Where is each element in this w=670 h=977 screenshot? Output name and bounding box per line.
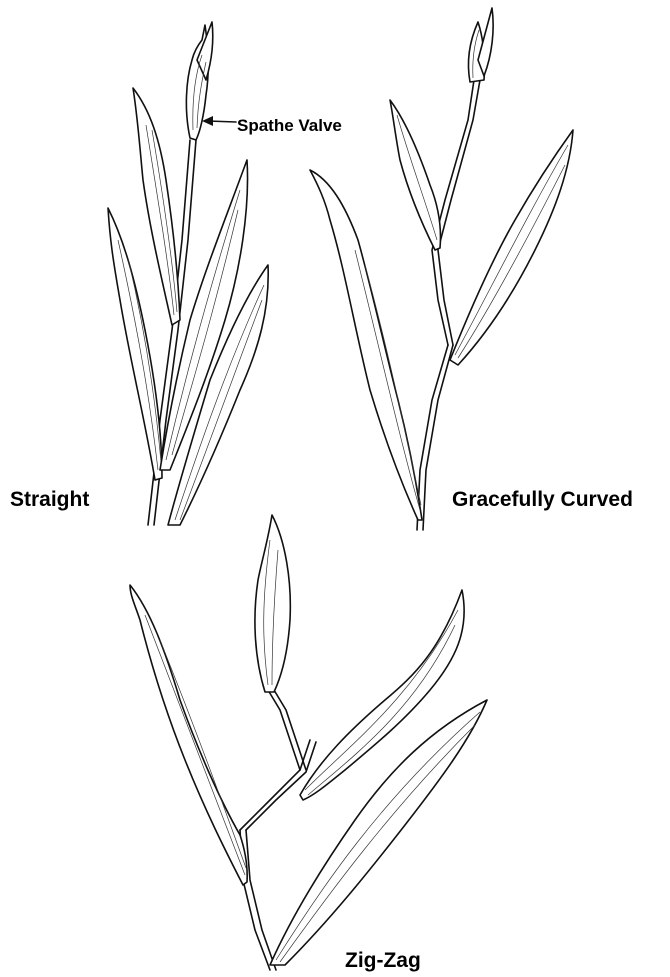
- spathe-valve-label: Spathe Valve: [237, 116, 342, 136]
- curved-leaf: [310, 170, 422, 520]
- gracefully-curved-label: Gracefully Curved: [452, 488, 633, 512]
- zig-zag-label: Zig-Zag: [345, 949, 421, 973]
- zigzag-stem-figure: [130, 515, 487, 970]
- straight-leaf: [133, 88, 180, 325]
- straight-stem-figure: [108, 22, 268, 525]
- straight-label: Straight: [10, 488, 89, 512]
- curved-stem-figure: [310, 8, 573, 530]
- zigzag-leaf: [130, 585, 247, 885]
- zigzag-spathe-valve: [255, 515, 290, 692]
- curved-main-stem: [417, 345, 448, 530]
